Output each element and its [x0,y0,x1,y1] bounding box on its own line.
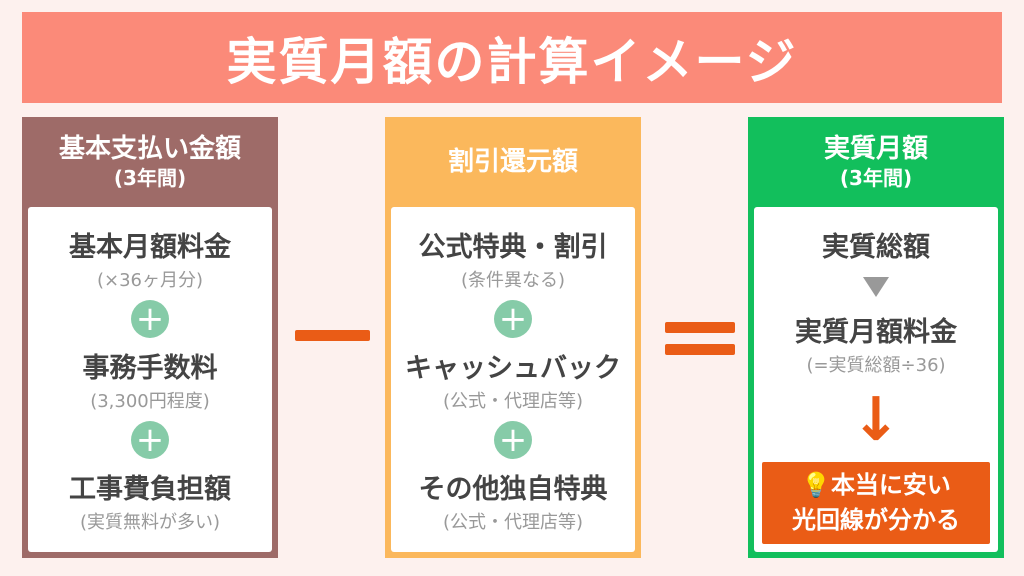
plus-icon: + [131,421,169,459]
effective-monthly-column: 実質月額 (3年間) 実質総額 実質月額料金 (=実質総額÷36) ↓ 💡本当に安… [748,117,1004,558]
basic-payment-column: 基本支払い金額 (3年間) 基本月額料金 (×36ヶ月分) + 事務手数料 (3,3… [22,117,278,558]
item-label: その他独自特典 [418,474,608,505]
column-header: 割引還元額 [391,117,635,207]
list-item: 基本月額料金 (×36ヶ月分) [69,225,231,292]
list-item: その他独自特典 (公式・代理店等) [419,467,608,534]
column-body: 公式特典・割引 (条件異なる) + キャッシュバック (公式・代理店等) + その他… [391,207,635,552]
item-note: (公式・代理店等) [442,512,584,533]
minus-icon [295,330,370,341]
plus-icon: + [494,421,532,459]
item-label: 基本月額料金 [69,232,231,263]
result-box: 💡本当に安い 光回線が分かる [762,462,990,544]
column-header: 実質月額 (3年間) [754,117,998,207]
column-header: 基本支払い金額 (3年間) [28,117,272,207]
equals-icon-top [665,322,735,333]
list-item: キャッシュバック (公式・代理店等) [405,346,621,413]
item-label: 公式特典・割引 [418,232,608,263]
column-heading: 割引還元額 [447,146,578,177]
triangle-down-icon [863,276,889,297]
equals-icon-bottom [665,344,735,355]
column-subheading: (3年間) [839,165,913,190]
column-heading: 基本支払い金額 [58,134,241,165]
item-note: (条件異なる) [460,270,566,291]
column-subheading: (3年間) [113,165,187,190]
result-line-2: 光回線が分かる [792,506,960,535]
list-item: 実質月額料金 (=実質総額÷36) [795,310,957,377]
list-item: 事務手数料 (3,300円程度) [83,346,218,413]
column-heading: 実質月額 [823,134,928,165]
item-label: 実質総額 [822,232,930,263]
list-item: 工事費負担額 (実質無料が多い) [69,467,231,534]
item-note: (=実質総額÷36) [806,354,946,376]
item-label: キャッシュバック [405,353,621,384]
item-note: (3,300円程度) [90,391,210,412]
item-label: 事務手数料 [82,353,218,384]
column-body: 実質総額 実質月額料金 (=実質総額÷36) ↓ 💡本当に安い 光回線が分かる [754,207,998,552]
discount-column: 割引還元額 公式特典・割引 (条件異なる) + キャッシュバック (公式・代理店等)… [385,117,641,558]
column-body: 基本月額料金 (×36ヶ月分) + 事務手数料 (3,300円程度) + 工事費負担… [28,207,272,552]
list-item: 公式特典・割引 (条件異なる) [419,225,608,292]
page-title: 実質月額の計算イメージ [22,12,1002,103]
lightbulb-icon: 💡 [801,471,831,500]
item-note: (×36ヶ月分) [96,270,204,291]
item-label: 実質月額料金 [795,316,957,348]
plus-icon: + [494,300,532,338]
item-note: (実質無料が多い) [79,512,221,533]
result-line-1: 本当に安い [830,471,951,500]
item-note: (公式・代理店等) [442,391,584,412]
plus-icon: + [131,300,169,338]
arrow-down-icon: ↓ [850,384,902,455]
item-label: 工事費負担額 [69,474,231,505]
